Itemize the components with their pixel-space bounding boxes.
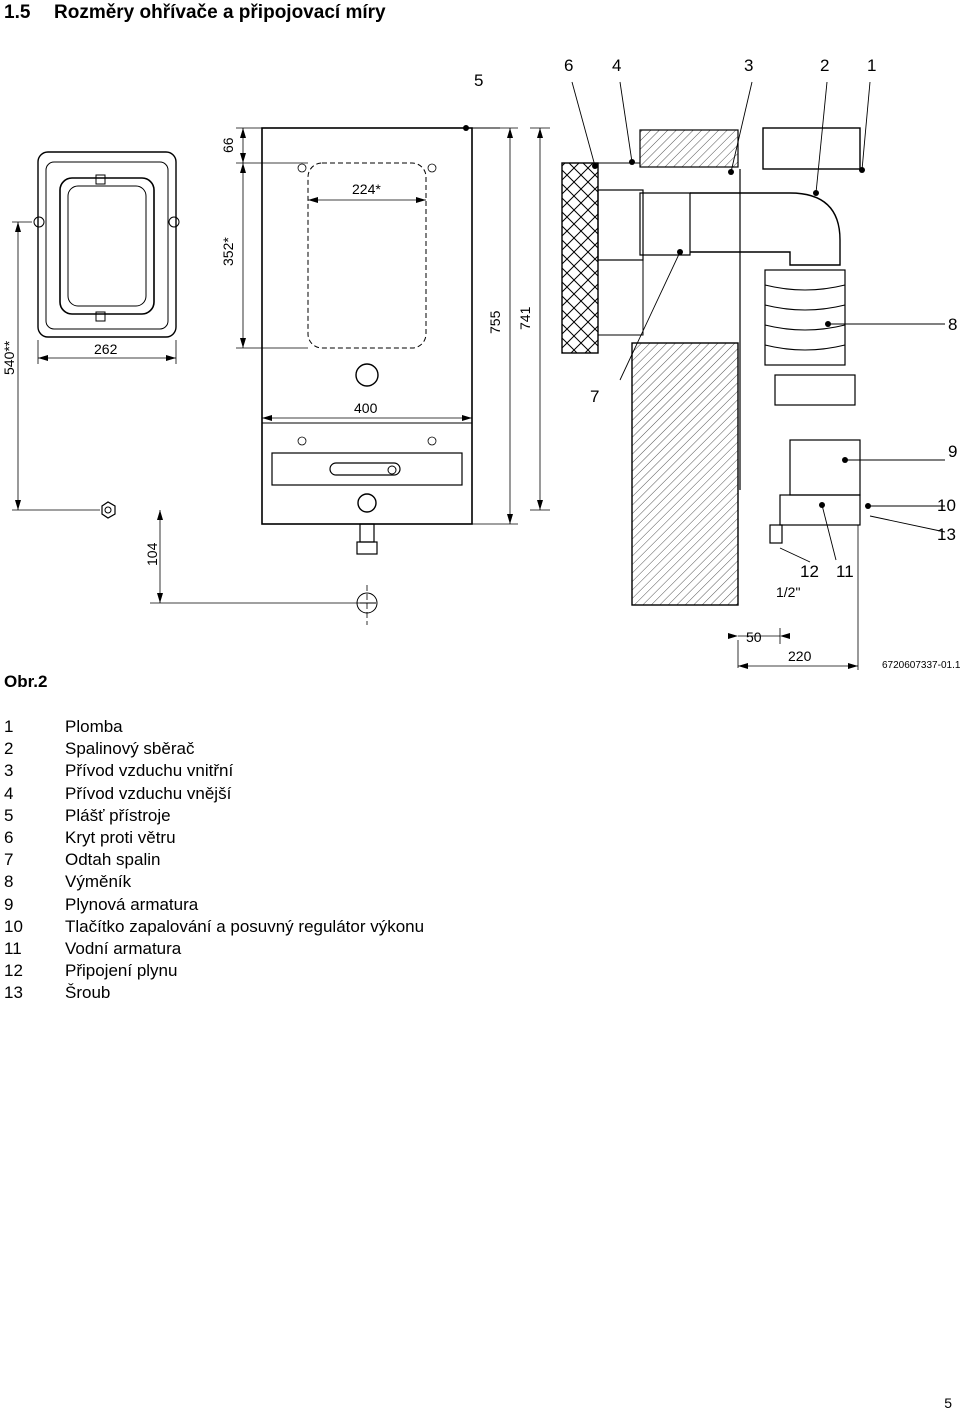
legend-number: 8 — [4, 872, 14, 892]
legend-number: 12 — [4, 961, 23, 981]
callout-12: 12 — [800, 562, 819, 581]
figure-code: 6720607337-01.1JS — [882, 660, 960, 671]
legend-text: Plášť přístroje — [65, 805, 171, 825]
legend-text: Šroub — [65, 983, 111, 1003]
legend-item: 4 Přívod vzduchu vnější — [4, 783, 424, 805]
legend-item: 2 Spalinový sběrač — [4, 738, 424, 760]
legend-text: Výměník — [65, 872, 132, 892]
legend-item: 3 Přívod vzduchu vnitřní — [4, 760, 424, 782]
callout-7: 7 — [590, 387, 599, 406]
dim-66: 66 — [220, 137, 236, 153]
callout-6: 6 — [564, 56, 573, 75]
legend-item: 6 Kryt proti větru — [4, 827, 424, 849]
legend-text: Plynová armatura — [65, 894, 199, 914]
dim-262: 262 — [94, 341, 118, 357]
dim-741: 741 — [517, 306, 533, 330]
legend-number: 10 — [4, 916, 23, 936]
mounting-plate-view — [33, 151, 376, 604]
legend-number: 13 — [4, 983, 23, 1003]
legend-item: 12 Připojení plynu — [4, 960, 424, 982]
legend-number: 2 — [4, 739, 14, 759]
dim-thread: 1/2" — [776, 584, 800, 600]
dim-224: 224* — [352, 181, 381, 197]
legend-number: 11 — [4, 938, 22, 958]
legend-text: Přívod vzduchu vnější — [65, 783, 232, 803]
dim-400: 400 — [354, 400, 378, 416]
dim-755: 755 — [487, 310, 503, 334]
figure-caption: Obr.2 — [4, 672, 48, 691]
leader-dots — [463, 125, 871, 509]
dim-540: 540** — [1, 340, 17, 375]
legend-text: Kryt proti větru — [65, 827, 176, 847]
legend-text: Plomba — [65, 717, 123, 736]
side-section — [561, 127, 861, 606]
page-number: 5 — [944, 1395, 952, 1411]
technical-drawing: 1 2 3 4 5 6 7 8 9 10 11 12 13 540** 262 … — [1, 56, 960, 671]
callout-1: 1 — [867, 56, 876, 75]
section-heading: Rozměry ohřívače a připojovací míry — [54, 2, 386, 23]
dim-50: 50 — [746, 629, 762, 645]
legend-item: 10 Tlačítko zapalování a posuvný reguláto… — [4, 916, 424, 938]
dimension-arrows — [15, 128, 858, 669]
leader-lines — [466, 81, 946, 563]
legend-number: 5 — [4, 805, 14, 825]
front-view — [261, 127, 473, 625]
legend-text: Spalinový sběrač — [65, 739, 195, 759]
dim-220: 220 — [788, 648, 812, 664]
legend-item: 1 Plomba — [4, 716, 424, 738]
legend-number: 3 — [4, 761, 14, 781]
legend-text: Vodní armatura — [65, 938, 182, 958]
callout-8: 8 — [948, 315, 957, 334]
section-title: 1.5 Rozměry ohřívače a připojovací míry — [4, 2, 386, 24]
legend-item: 13 Šroub — [4, 982, 424, 1004]
dim-104: 104 — [144, 542, 160, 566]
legend-number: 7 — [4, 850, 14, 870]
legend-item: 8 Výměník — [4, 871, 424, 893]
section-number: 1.5 — [4, 2, 31, 23]
legend-text: Odtah spalin — [65, 850, 161, 870]
legend-number: 1 — [4, 717, 14, 736]
callout-13: 13 — [937, 525, 956, 544]
legend-item: 7 Odtah spalin — [4, 849, 424, 871]
callout-9: 9 — [948, 442, 957, 461]
legend-text: Tlačítko zapalování a posuvný regulátor … — [65, 916, 425, 936]
legend-number: 4 — [4, 783, 14, 803]
callout-11: 11 — [836, 562, 854, 581]
legend-item: 11 Vodní armatura — [4, 938, 424, 960]
legend-number: 6 — [4, 827, 14, 847]
callout-3: 3 — [744, 56, 753, 75]
callout-10: 10 — [937, 496, 956, 515]
callout-2: 2 — [820, 56, 829, 75]
dim-352: 352* — [220, 237, 236, 266]
legend-item: 9 Plynová armatura — [4, 894, 424, 916]
legend-number: 9 — [4, 894, 14, 914]
callout-5: 5 — [474, 71, 483, 90]
legend-text: Přívod vzduchu vnitřní — [65, 761, 234, 781]
dimension-lines — [12, 127, 859, 670]
legend-item: 5 Plášť přístroje — [4, 805, 424, 827]
callout-4: 4 — [612, 56, 621, 75]
legend-text: Připojení plynu — [65, 961, 178, 981]
